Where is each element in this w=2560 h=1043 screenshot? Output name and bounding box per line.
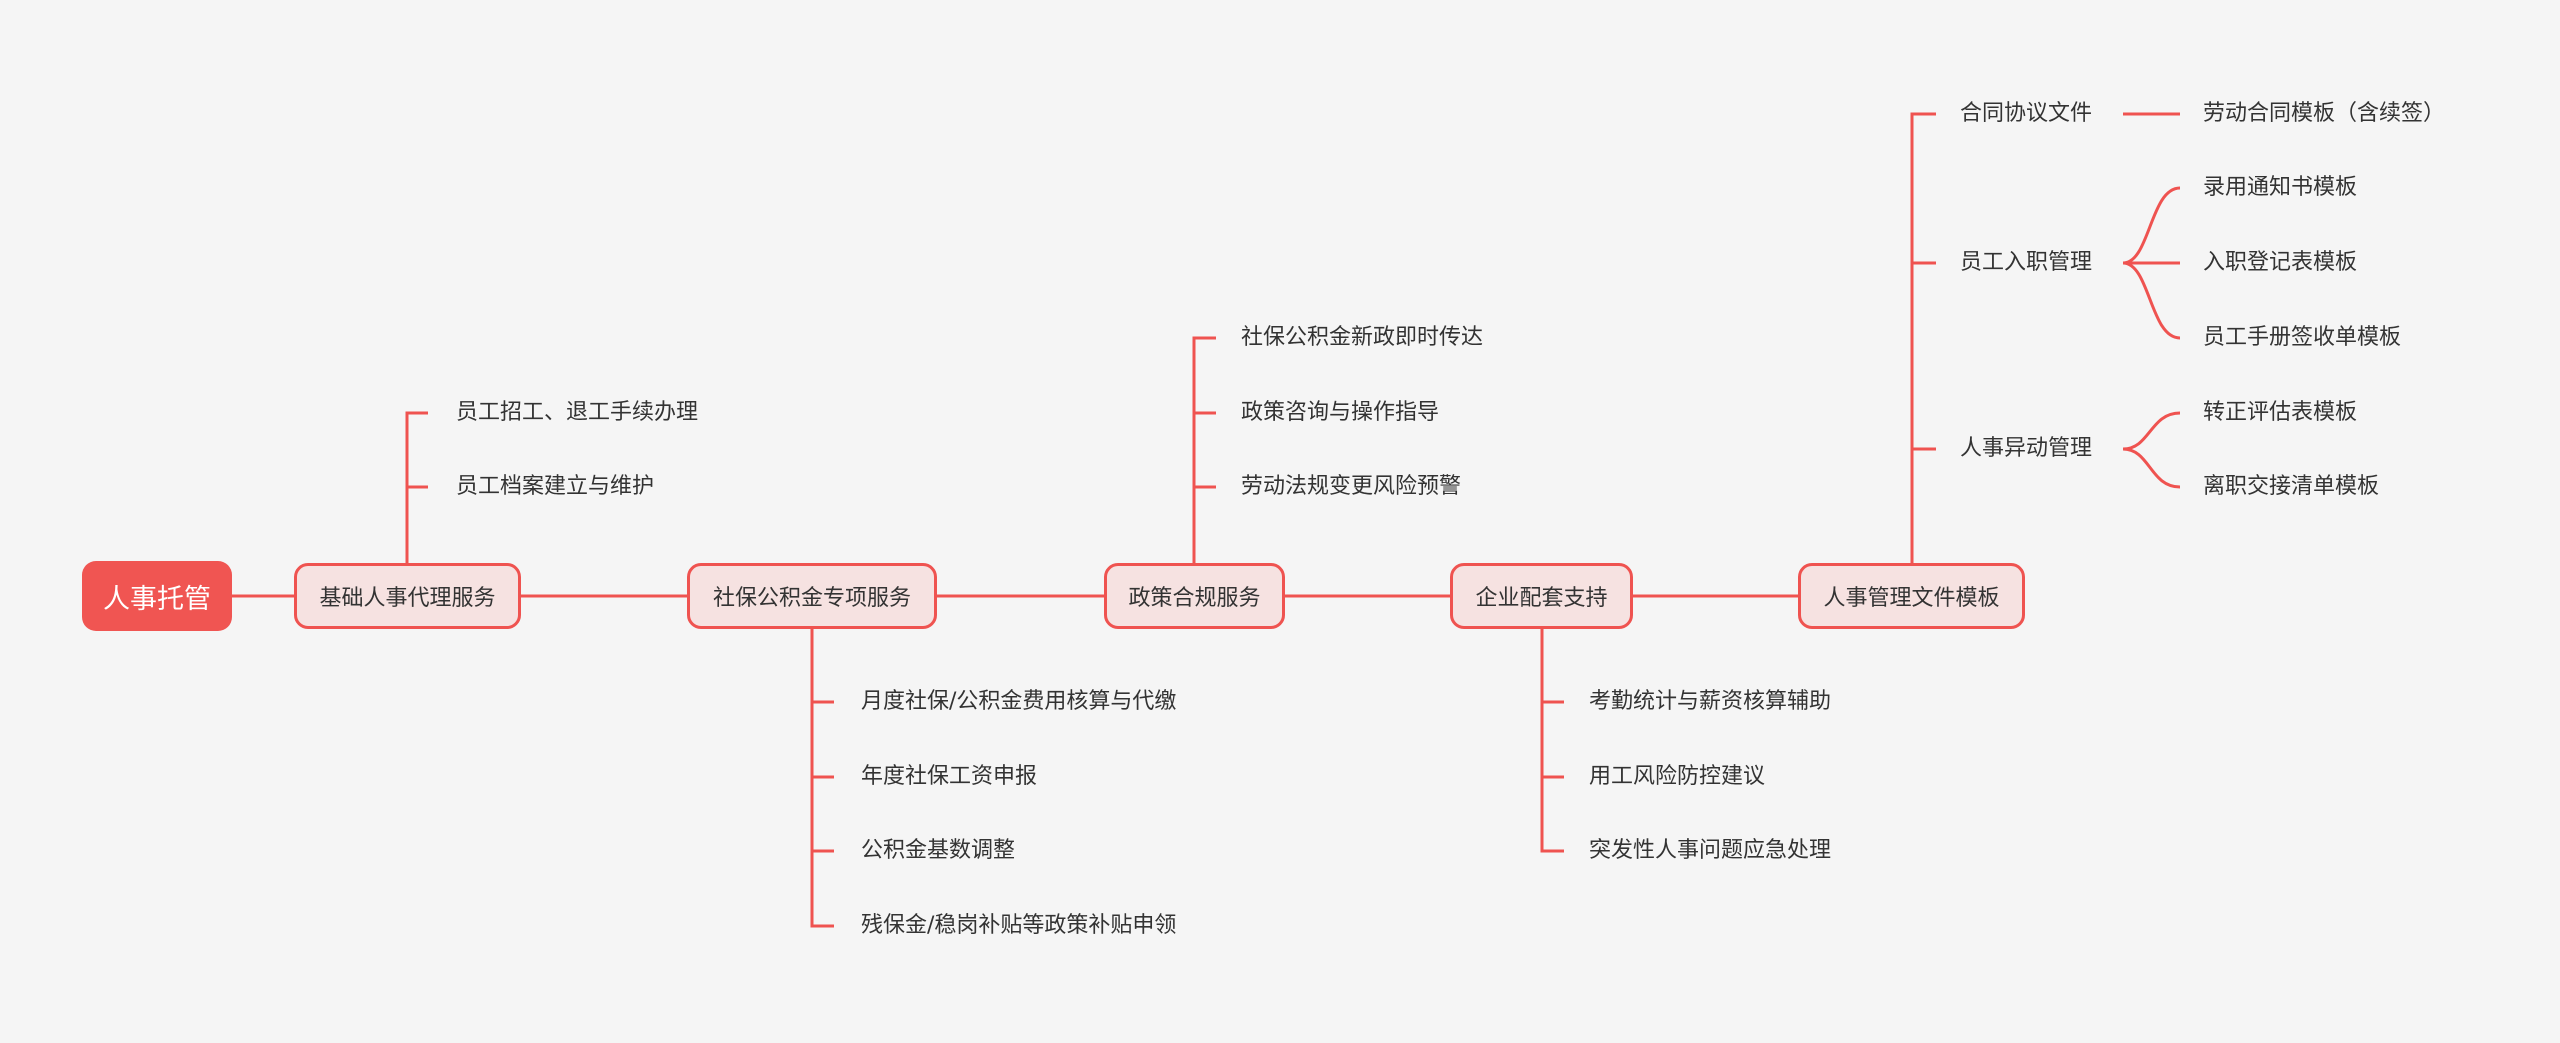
leaf-item[interactable]: 用工风险防控建议 [1589,764,1766,789]
leaf-item[interactable]: 员工招工、退工手续办理 [456,400,699,425]
leaf-item[interactable]: 转正评估表模板 [2203,400,2358,425]
leaf-item[interactable]: 公积金基数调整 [861,838,1016,863]
subnode-onboarding[interactable]: 员工入职管理 [1960,250,2093,275]
leaf-item[interactable]: 员工档案建立与维护 [456,474,655,499]
node-social-security-fund[interactable]: 社保公积金专项服务 [687,563,937,629]
root-node[interactable]: 人事托管 [82,561,232,631]
node-policy-compliance[interactable]: 政策合规服务 [1104,563,1285,629]
leaf-item[interactable]: 离职交接清单模板 [2203,474,2380,499]
leaf-item[interactable]: 劳动法规变更风险预警 [1241,474,1462,499]
node-hr-templates[interactable]: 人事管理文件模板 [1798,563,2025,629]
subnode-personnel-change[interactable]: 人事异动管理 [1960,436,2093,461]
leaf-item[interactable]: 录用通知书模板 [2203,175,2358,200]
subnode-contract-files[interactable]: 合同协议文件 [1960,101,2093,126]
leaf-item[interactable]: 员工手册签收单模板 [2203,325,2402,350]
leaf-item[interactable]: 残保金/稳岗补贴等政策补贴申领 [861,913,1177,938]
leaf-item[interactable]: 社保公积金新政即时传达 [1241,325,1484,350]
leaf-item[interactable]: 入职登记表模板 [2203,250,2358,275]
leaf-item[interactable]: 月度社保/公积金费用核算与代缴 [861,689,1177,714]
leaf-item[interactable]: 政策咨询与操作指导 [1241,400,1440,425]
leaf-item[interactable]: 突发性人事问题应急处理 [1589,838,1832,863]
node-basic-hr-agency[interactable]: 基础人事代理服务 [294,563,521,629]
leaf-item[interactable]: 考勤统计与薪资核算辅助 [1589,689,1832,714]
node-enterprise-support[interactable]: 企业配套支持 [1450,563,1633,629]
leaf-item[interactable]: 年度社保工资申报 [861,764,1038,789]
leaf-item[interactable]: 劳动合同模板（含续签） [2203,101,2446,126]
